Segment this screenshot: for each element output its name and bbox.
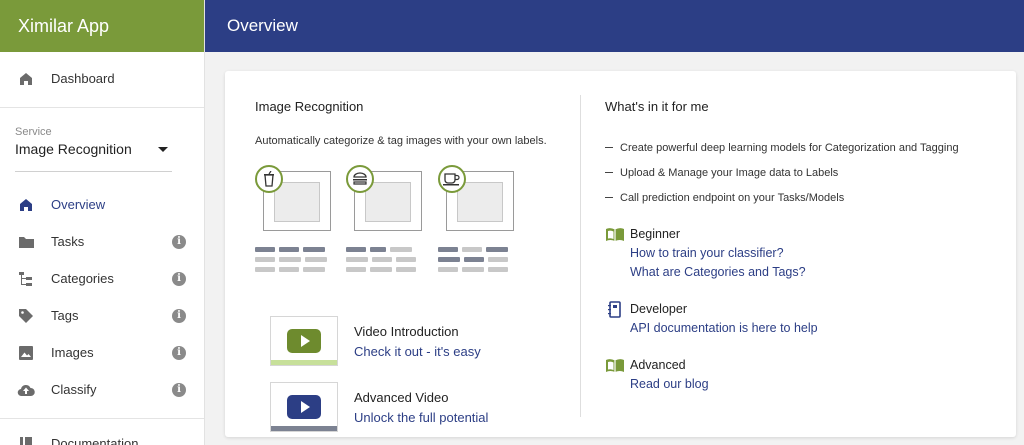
illustration-item xyxy=(255,165,331,315)
sidebar-item-label: Dashboard xyxy=(51,71,115,86)
label-bars xyxy=(346,247,422,277)
coffee-cup-icon xyxy=(438,165,466,193)
info-icon[interactable]: i xyxy=(172,382,186,397)
info-icon[interactable]: i xyxy=(172,308,186,323)
divider xyxy=(0,418,204,419)
column-divider xyxy=(580,95,581,417)
video-link[interactable]: Check it out - it's easy xyxy=(354,343,481,359)
link-categories-tags[interactable]: What are Categories and Tags? xyxy=(630,265,806,279)
tag-icon xyxy=(17,307,35,325)
cloud-upload-icon xyxy=(17,381,35,399)
illustration-item xyxy=(438,165,514,315)
info-icon[interactable]: i xyxy=(172,345,186,360)
video-title: Video Introduction xyxy=(354,323,459,339)
sidebar-item-label: Categories xyxy=(51,271,114,286)
list-item: Create powerful deep learning models for… xyxy=(605,135,1005,160)
app-title[interactable]: Ximilar App xyxy=(0,0,204,52)
overview-card: Image Recognition Automatically categori… xyxy=(225,71,1016,437)
video-advanced-row[interactable]: Advanced Video Unlock the full potential xyxy=(255,375,575,439)
image-frame xyxy=(446,171,514,231)
sidebar-item-label: Classify xyxy=(51,382,97,397)
page-header: Overview xyxy=(205,0,1024,52)
folder-icon xyxy=(17,233,35,251)
video-title: Advanced Video xyxy=(354,389,449,405)
image-icon xyxy=(17,344,35,362)
service-label: Service xyxy=(15,126,52,138)
link-train-classifier[interactable]: How to train your classifier? xyxy=(630,246,784,260)
section-title: Image Recognition xyxy=(255,99,364,114)
video-thumbnail[interactable] xyxy=(270,382,338,432)
service-dropdown[interactable]: Image Recognition xyxy=(15,141,172,172)
sidebar: Ximilar App Dashboard Service Image Reco… xyxy=(0,0,205,445)
label-bars xyxy=(438,247,514,277)
play-icon xyxy=(287,395,321,419)
service-value: Image Recognition xyxy=(15,141,132,157)
sidebar-item-tasks[interactable]: Tasks i xyxy=(0,223,204,260)
home-icon xyxy=(17,70,35,88)
sidebar-item-dashboard[interactable]: Dashboard xyxy=(0,60,204,97)
info-icon[interactable]: i xyxy=(172,234,186,249)
illustration-item xyxy=(346,165,422,315)
sidebar-item-categories[interactable]: Categories i xyxy=(0,260,204,297)
sidebar-item-overview[interactable]: Overview xyxy=(0,186,204,223)
section-heading: Developer xyxy=(630,302,687,316)
book-open-icon xyxy=(605,357,625,373)
video-intro-row[interactable]: Video Introduction Check it out - it's e… xyxy=(255,309,575,373)
cup-icon xyxy=(255,165,283,193)
image-frame xyxy=(354,171,422,231)
section-advanced: Advanced Read our blog xyxy=(605,355,1005,394)
image-frame xyxy=(263,171,331,231)
section-heading: Beginner xyxy=(630,227,681,241)
feature-list: Create powerful deep learning models for… xyxy=(605,135,1005,210)
play-icon xyxy=(287,329,321,353)
left-column: Image Recognition Automatically categori… xyxy=(255,99,575,439)
burger-icon xyxy=(346,165,374,193)
book-icon xyxy=(17,435,35,445)
list-item: Call prediction endpoint on your Tasks/M… xyxy=(605,185,1005,210)
page-title: Overview xyxy=(227,16,298,35)
sidebar-item-label: Tags xyxy=(51,308,79,323)
video-thumbnail[interactable] xyxy=(270,316,338,366)
sidebar-item-tags[interactable]: Tags i xyxy=(0,297,204,334)
sidebar-item-label: Overview xyxy=(51,197,106,212)
home-icon xyxy=(17,196,35,214)
sidebar-item-images[interactable]: Images i xyxy=(0,334,204,371)
section-developer: Developer API documentation is here to h… xyxy=(605,299,1005,338)
label-bars xyxy=(255,247,331,277)
service-selector: Service Image Recognition xyxy=(0,108,204,186)
description: Automatically categorize & tag images wi… xyxy=(255,135,547,147)
notebook-icon xyxy=(605,300,625,318)
link-api-docs[interactable]: API documentation is here to help xyxy=(630,321,818,335)
caret-down-icon xyxy=(158,146,168,152)
illustration xyxy=(255,165,575,315)
info-icon[interactable]: i xyxy=(172,271,186,286)
tree-icon xyxy=(17,270,35,288)
divider xyxy=(0,107,204,108)
sidebar-item-label: Tasks xyxy=(51,234,85,249)
right-column: What's in it for me Create powerful deep… xyxy=(605,99,1005,394)
book-open-icon xyxy=(605,226,625,242)
sidebar-item-label: Documentation xyxy=(51,436,139,445)
section-beginner: Beginner How to train your classifier? W… xyxy=(605,224,1005,282)
section-title: What's in it for me xyxy=(605,99,709,114)
sidebar-item-documentation[interactable]: Documentation xyxy=(0,425,204,445)
sidebar-item-label: Images xyxy=(51,345,94,360)
section-heading: Advanced xyxy=(630,358,686,372)
list-item: Upload & Manage your Image data to Label… xyxy=(605,160,1005,185)
video-link[interactable]: Unlock the full potential xyxy=(354,409,489,425)
sidebar-item-classify[interactable]: Classify i xyxy=(0,371,204,408)
link-blog[interactable]: Read our blog xyxy=(630,377,709,391)
